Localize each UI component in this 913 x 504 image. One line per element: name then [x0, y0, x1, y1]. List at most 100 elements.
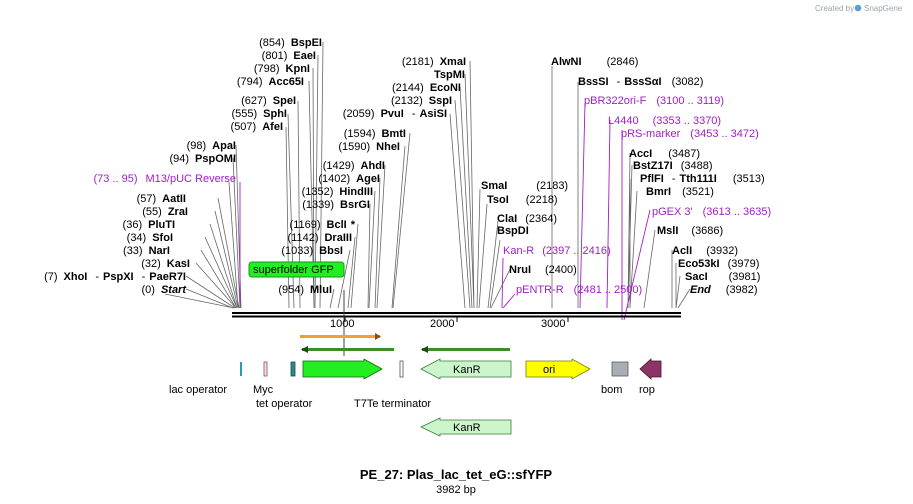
- ori-feature-label: ori: [543, 364, 555, 376]
- site-label-pbr322[interactable]: pBR322ori-F(3100 .. 3119): [584, 95, 724, 107]
- site-label-bmri[interactable]: BmrI(3521): [646, 186, 714, 198]
- myc-label: Myc: [253, 384, 274, 396]
- site-label-nari[interactable]: (33)NarI: [123, 245, 170, 257]
- site-label-pentr[interactable]: pENTR-R(2481 .. 2500): [516, 284, 642, 296]
- site-label-eco53ki[interactable]: Eco53kI(3979): [678, 258, 759, 270]
- kanr-feature-label: KanR: [453, 364, 481, 376]
- site-label-smai[interactable]: SmaI(2183): [481, 180, 568, 192]
- site-label-kanr[interactable]: Kan-R(2397 .. 2416): [503, 245, 611, 257]
- site-label-nrui[interactable]: NruI(2400): [509, 264, 577, 276]
- site-label-m13[interactable]: (73 .. 95)M13/pUC Reverse: [93, 173, 236, 185]
- orf-green-arrowhead-1: [301, 346, 308, 353]
- site-label-acci[interactable]: AccI(3487): [629, 148, 700, 160]
- site-label-alwni[interactable]: AlwNI(2846): [551, 56, 638, 68]
- site-label-bcli[interactable]: (1169)BclI*: [290, 219, 356, 231]
- site-label-pgex3[interactable]: pGEX 3'(3613 .. 3635): [652, 206, 771, 218]
- site-label-end[interactable]: End(3982): [690, 284, 758, 296]
- kanr-feature-arrow-2[interactable]: [420, 417, 512, 437]
- site-label-sspi[interactable]: (2132)SspI: [391, 95, 452, 107]
- tet-operator-feature[interactable]: [290, 361, 296, 377]
- snapgene-branding: Created by SnapGene: [815, 4, 903, 13]
- rop-feature-arrow[interactable]: [639, 358, 662, 380]
- ruler-3000: 3000: [541, 318, 565, 330]
- backbone-top-strand: [232, 312, 681, 314]
- feature-track: KanR ori KanR lac operator Myc tet opera…: [169, 358, 662, 437]
- site-label-xhoi[interactable]: (7)XhoI-PspXI-PaeR7I: [44, 271, 186, 283]
- orf-green-bar-1: [302, 348, 394, 351]
- site-label-ahdi[interactable]: (1429)AhdI: [323, 160, 385, 172]
- site-label-bsssi[interactable]: BssSI-BssSαI(3082): [578, 76, 703, 88]
- site-label-agei[interactable]: (1402)AgeI: [318, 173, 380, 185]
- site-label-hindiii[interactable]: (1352)HindIII: [302, 186, 373, 198]
- ruler-1000: 1000: [330, 318, 354, 330]
- site-label-sphi[interactable]: (555)SphI: [231, 108, 287, 120]
- created-by-text: Created by: [815, 4, 854, 13]
- t7te-terminator-label: T7Te terminator: [354, 398, 431, 410]
- dna-backbone: 1000 2000 3000: [232, 290, 681, 356]
- site-label-aatii[interactable]: (57)AatII: [137, 193, 186, 205]
- snapgene-logo-icon: [854, 4, 862, 12]
- snapgene-name: SnapGene: [864, 4, 903, 13]
- kanr-feature-label-2: KanR: [453, 422, 481, 434]
- site-label-econi[interactable]: (2144)EcoNI: [392, 82, 461, 94]
- lac-operator-feature[interactable]: [240, 362, 242, 376]
- orf-orange-arrowhead: [375, 333, 381, 340]
- sfgfp-feature-arrow[interactable]: [302, 358, 383, 380]
- site-label-tsoi[interactable]: TsoI(2218): [487, 194, 558, 206]
- site-label-mlui[interactable]: (954)MluI: [278, 284, 332, 296]
- orf-green-arrowhead-2: [421, 346, 428, 353]
- site-label-pspomi[interactable]: (94)PspOMI: [169, 153, 236, 165]
- myc-feature[interactable]: [263, 361, 268, 377]
- site-label-prs[interactable]: pRS-marker(3453 .. 3472): [621, 128, 759, 140]
- site-label-draiii[interactable]: (1142)DraIII: [288, 232, 353, 244]
- backbone-bottom-strand: [232, 315, 681, 318]
- orf-tracks: [300, 333, 510, 353]
- site-label-tspmi[interactable]: TspMI: [434, 69, 465, 81]
- site-label-acli[interactable]: AclI(3932): [672, 245, 738, 257]
- site-label-saci[interactable]: SacI(3981): [685, 271, 760, 283]
- site-label-afei[interactable]: (507)AfeI: [231, 121, 283, 133]
- ori-feature-arrow[interactable]: [525, 358, 591, 380]
- site-label-clai[interactable]: ClaI(2364): [497, 213, 557, 225]
- site-label-xmai[interactable]: (2181)XmaI: [402, 56, 466, 68]
- bom-feature[interactable]: [611, 361, 629, 377]
- site-label-bstz17i[interactable]: BstZ17I(3488): [633, 160, 713, 172]
- site-label-pvui[interactable]: (2059)PvuI-AsiSI: [343, 108, 447, 120]
- plasmid-title: PE_27: Plas_lac_tet_eG::sfYFP: [360, 467, 553, 482]
- sfgfp-label-box: [248, 261, 345, 278]
- sfgfp-label-text: superfolder GFP: [253, 264, 334, 276]
- site-connector-lines: [164, 41, 691, 321]
- primer-connector-lines: [239, 102, 651, 321]
- site-label-kpni[interactable]: (798)KpnI: [254, 63, 310, 75]
- site-label-spei[interactable]: (627)SpeI: [241, 95, 296, 107]
- ruler-ticks: [344, 317, 569, 322]
- lac-operator-label: lac operator: [169, 384, 227, 396]
- site-label-sfoi[interactable]: (34)SfoI: [127, 232, 173, 244]
- site-label-eaei[interactable]: (801)EaeI: [262, 50, 316, 62]
- site-label-acc65i[interactable]: (794)Acc65I: [237, 76, 304, 88]
- site-label-start[interactable]: (0)Start: [141, 284, 187, 296]
- site-label-msli[interactable]: MslI(3686): [657, 225, 723, 237]
- site-label-bbsi[interactable]: (1033)BbsI: [281, 245, 343, 257]
- site-label-bspdi[interactable]: BspDI: [497, 225, 529, 237]
- site-label-l4440[interactable]: L4440(3353 .. 3370): [608, 115, 721, 127]
- rop-label: rop: [639, 384, 655, 396]
- superfolder-gfp-label[interactable]: superfolder GFP: [248, 261, 345, 278]
- site-label-pluti[interactable]: (36)PluTI: [123, 219, 175, 231]
- bom-label: bom: [601, 384, 622, 396]
- site-labels: (0)Start(7)XhoI-PspXI-PaeR7I(32)KasI(33)…: [44, 37, 771, 296]
- site-label-apai[interactable]: (98)ApaI: [187, 140, 236, 152]
- site-label-bsrgi[interactable]: (1339)BsrGI: [302, 199, 370, 211]
- plasmid-length: 3982 bp: [436, 484, 476, 496]
- site-label-bmti[interactable]: (1594)BmtI: [344, 128, 406, 140]
- t7te-terminator-feature[interactable]: [399, 360, 404, 378]
- site-label-bspei[interactable]: (854)BspEI: [259, 37, 322, 49]
- tet-operator-label: tet operator: [256, 398, 313, 410]
- site-label-kasi[interactable]: (32)KasI: [141, 258, 190, 270]
- site-label-pflfi[interactable]: PflFI-Tth111I(3513): [640, 173, 765, 185]
- site-label-zrai[interactable]: (55)ZraI: [142, 206, 188, 218]
- kanr-feature-arrow[interactable]: [420, 358, 512, 380]
- site-label-nhei[interactable]: (1590)NheI: [338, 141, 400, 153]
- orf-orange-bar: [300, 335, 380, 338]
